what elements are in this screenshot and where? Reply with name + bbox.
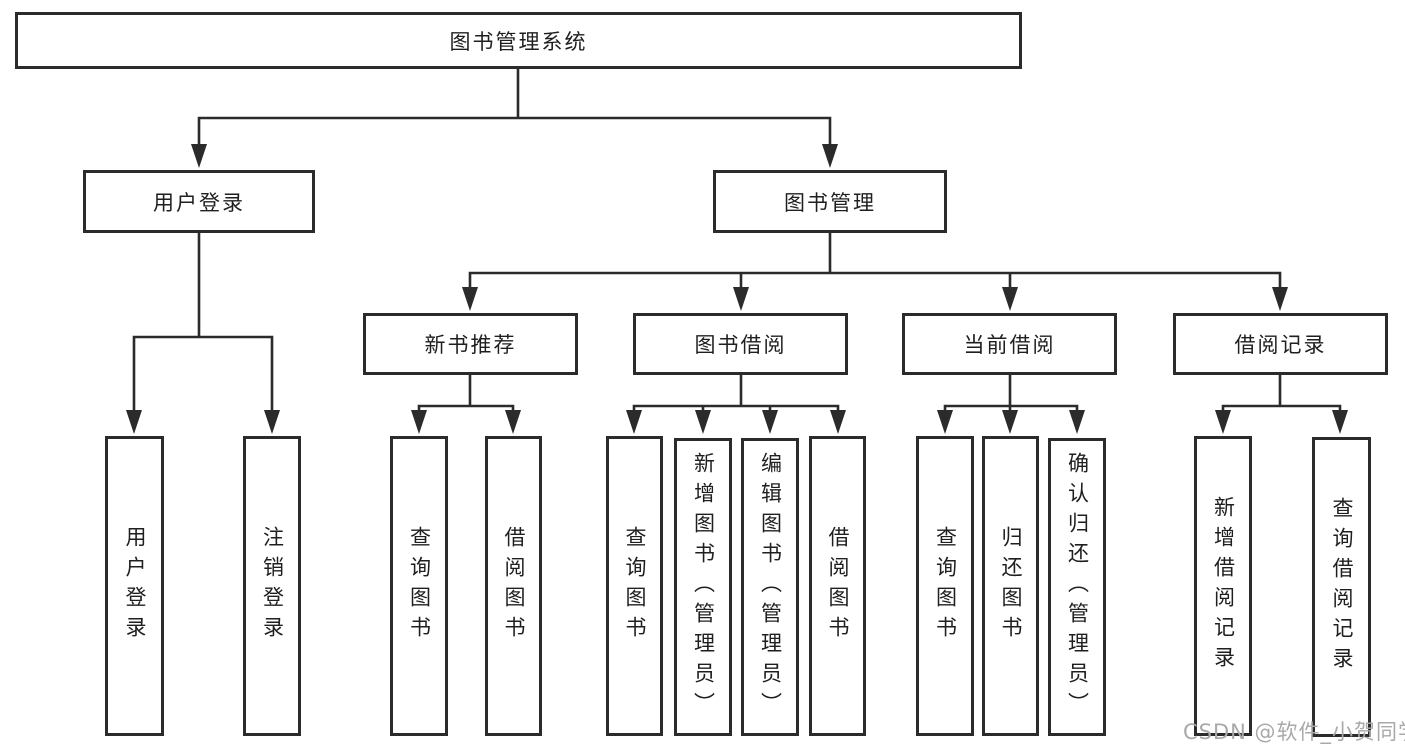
node-root-label: 图书管理系统 [449, 29, 588, 54]
node-new-book-recommend: 新书推荐 [363, 313, 578, 375]
csdn-watermark: CSDN @软件_小贺同学 [1183, 720, 1405, 744]
leaf-add-book-admin: 新增图书（管理员） [674, 438, 732, 736]
leaf-query-borrow-record: 查询借阅记录 [1312, 437, 1371, 737]
node-new-book-recommend-label: 新书推荐 [424, 333, 517, 357]
node-current-borrow: 当前借阅 [902, 313, 1117, 375]
node-book-borrow: 图书借阅 [633, 313, 848, 375]
node-book-management-label: 图书管理 [784, 190, 876, 215]
node-book-management: 图书管理 [713, 170, 947, 233]
leaf-borrow-book-recommend: 借阅图书 [485, 436, 542, 736]
leaf-logout: 注销登录 [243, 436, 301, 736]
node-borrow-records-label: 借阅记录 [1234, 333, 1327, 357]
leaf-query-book-recommend: 查询图书 [390, 436, 448, 736]
leaf-borrow-book: 借阅图书 [809, 436, 866, 736]
leaf-add-borrow-record: 新增借阅记录 [1194, 436, 1252, 736]
node-book-borrow-label: 图书借阅 [694, 333, 787, 357]
leaf-confirm-return-admin: 确认归还（管理员） [1048, 438, 1106, 736]
node-root: 图书管理系统 [15, 12, 1022, 69]
node-current-borrow-label: 当前借阅 [963, 333, 1056, 357]
node-user-login: 用户登录 [83, 170, 315, 233]
leaf-query-book-current: 查询图书 [916, 436, 974, 736]
leaf-query-book-borrow: 查询图书 [606, 436, 663, 736]
node-user-login-label: 用户登录 [153, 190, 245, 215]
leaf-edit-book-admin: 编辑图书（管理员） [741, 438, 799, 736]
node-borrow-records: 借阅记录 [1173, 313, 1388, 375]
leaf-return-book: 归还图书 [982, 436, 1039, 736]
leaf-user-login: 用户登录 [105, 436, 164, 736]
